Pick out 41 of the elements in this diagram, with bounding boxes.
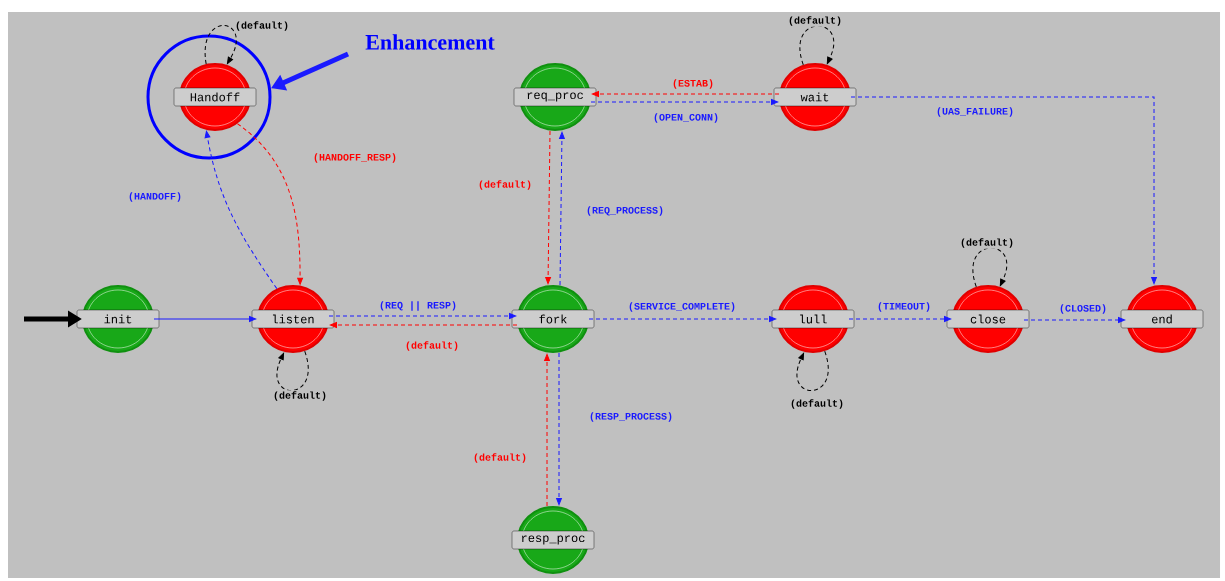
highlight-circle: [146, 34, 272, 160]
arrow: [328, 313, 517, 319]
edge-label: (REQ || RESP): [378, 300, 458, 312]
arrow: [591, 91, 780, 97]
arrow: [545, 130, 551, 285]
edge-label: (TIMEOUT): [876, 301, 932, 313]
edge-label: (default): [477, 179, 533, 191]
edge-label: (HANDOFF_RESP): [312, 152, 398, 164]
edge-label: (default): [789, 398, 845, 410]
arrow: [153, 316, 257, 322]
arrow: [1023, 317, 1126, 323]
edge-label: (CLOSED): [1058, 303, 1108, 315]
edge-label: (HANDOFF): [127, 191, 183, 203]
edge-label: (default): [272, 390, 328, 402]
arrow: [590, 99, 779, 105]
arrow: [329, 322, 518, 328]
arrow: [799, 25, 835, 66]
arrow: [972, 247, 1008, 288]
arrow: [544, 353, 550, 507]
arrow: [204, 130, 278, 290]
arrow: [204, 24, 237, 65]
callout-text: Enhancement: [365, 34, 495, 50]
edge-label: (default): [959, 237, 1015, 249]
arrow: [276, 350, 309, 391]
edge-label: (OPEN_CONN): [652, 112, 720, 124]
edge-label: (default): [787, 15, 843, 27]
edge-label: (default): [472, 452, 528, 464]
arrow: [559, 131, 565, 286]
arrow: [850, 96, 1157, 285]
edge-label: (REQ_PROCESS): [585, 205, 665, 217]
arrow: [848, 316, 952, 322]
edge-label: (default): [234, 20, 290, 32]
edge-label: (default): [404, 340, 460, 352]
edge-label: (RESP_PROCESS): [588, 411, 674, 423]
arrow: [236, 123, 303, 285]
edge-label: (ESTAB): [671, 78, 715, 90]
arrow: [588, 316, 777, 322]
arrow: [556, 352, 562, 506]
arrow: [796, 350, 829, 391]
edge-label: (SERVICE_COMPLETE): [627, 301, 737, 313]
edge-label: (UAS_FAILURE): [935, 106, 1015, 118]
